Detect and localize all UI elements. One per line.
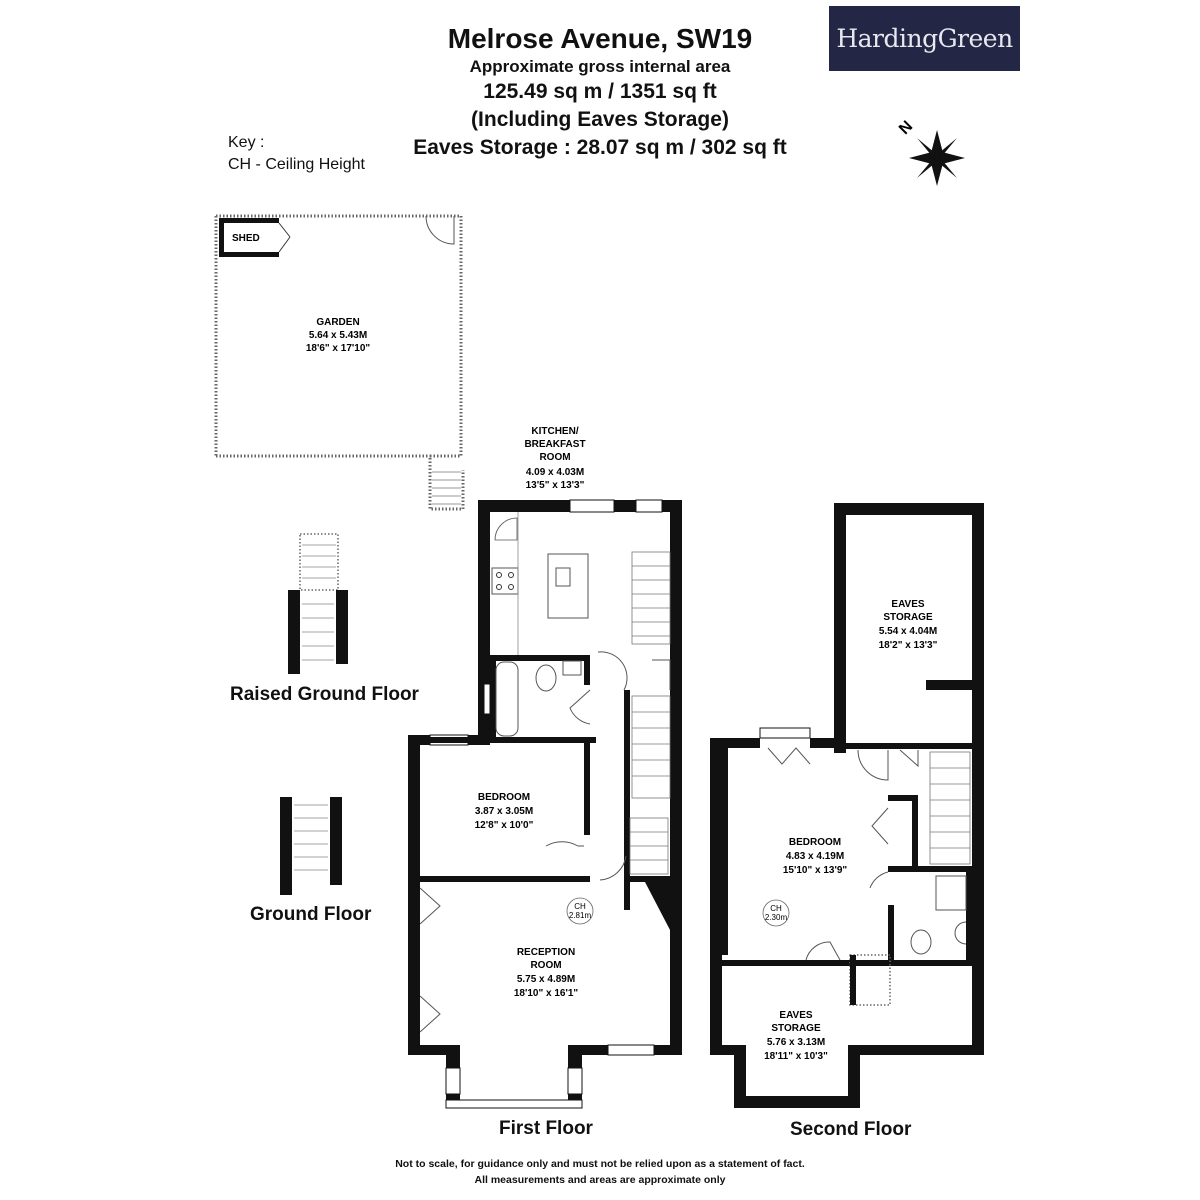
raised-ground-floor-label: Raised Ground Floor bbox=[230, 684, 419, 705]
key-legend: Key : CH - Ceiling Height bbox=[228, 132, 365, 176]
ground-floor-plan bbox=[280, 797, 342, 895]
key-ceiling-height: CH - Ceiling Height bbox=[228, 156, 365, 173]
second-floor-ch-value: 2.30m bbox=[765, 913, 788, 922]
reception-metric: 5.75 x 4.89M bbox=[517, 974, 575, 985]
shed-label: SHED bbox=[232, 233, 260, 244]
kitchen-label-1: KITCHEN/ bbox=[531, 426, 578, 437]
reception-label-1: RECEPTION bbox=[517, 947, 575, 958]
eaves2-label-2: STORAGE bbox=[771, 1023, 821, 1034]
first-floor-ch-label: CH bbox=[574, 902, 586, 911]
bedroom1-imperial: 12'8" x 10'0" bbox=[475, 820, 534, 831]
second-floor-label: Second Floor bbox=[790, 1119, 912, 1140]
eaves-area: Eaves Storage : 28.07 sq m / 302 sq ft bbox=[413, 136, 787, 159]
eaves1-metric: 5.54 x 4.04M bbox=[879, 626, 937, 637]
kitchen-label-2: BREAKFAST bbox=[524, 439, 585, 450]
property-title: Melrose Avenue, SW19 bbox=[447, 23, 753, 54]
eaves2-imperial: 18'11" x 10'3" bbox=[764, 1051, 828, 1062]
including-note: (Including Eaves Storage) bbox=[471, 108, 729, 131]
kitchen-imperial: 13'5" x 13'3" bbox=[526, 480, 585, 491]
bedroom2-imperial: 15'10" x 13'9" bbox=[783, 865, 848, 876]
first-floor-plan: CH 2.81m bbox=[408, 499, 682, 1109]
reception-label-2: ROOM bbox=[530, 960, 561, 971]
key-title: Key : bbox=[228, 134, 265, 151]
garden-imperial: 18'6" x 17'10" bbox=[306, 343, 371, 354]
header: Melrose Avenue, SW19 Approximate gross i… bbox=[380, 22, 820, 162]
shed: SHED bbox=[219, 218, 291, 257]
second-floor-plan: CH 2.30m bbox=[710, 503, 984, 1108]
kitchen-metric: 4.09 x 4.03M bbox=[526, 467, 584, 478]
bedroom1-metric: 3.87 x 3.05M bbox=[475, 806, 533, 817]
garden-area bbox=[214, 214, 465, 511]
eaves1-imperial: 18'2" x 13'3" bbox=[879, 640, 938, 651]
bedroom2-label: BEDROOM bbox=[789, 837, 841, 848]
bedroom1-label: BEDROOM bbox=[478, 792, 530, 803]
first-floor-ch-value: 2.81m bbox=[569, 911, 592, 920]
area-subtitle: Approximate gross internal area bbox=[469, 57, 731, 76]
garden-metric: 5.64 x 5.43M bbox=[309, 330, 367, 341]
agent-logo: HardingGreen bbox=[829, 6, 1020, 71]
bedroom2-metric: 4.83 x 4.19M bbox=[786, 851, 844, 862]
disclaimer: Not to scale, for guidance only and must… bbox=[300, 1156, 900, 1188]
eaves2-label-1: EAVES bbox=[779, 1010, 812, 1021]
disclaimer-line-2: All measurements and areas are approxima… bbox=[474, 1174, 726, 1186]
garden-label: GARDEN bbox=[316, 317, 359, 328]
eaves1-label-1: EAVES bbox=[891, 599, 924, 610]
disclaimer-line-1: Not to scale, for guidance only and must… bbox=[395, 1158, 805, 1170]
eaves1-label-2: STORAGE bbox=[883, 612, 933, 623]
ground-floor-label: Ground Floor bbox=[250, 904, 372, 925]
compass-icon: N bbox=[896, 118, 965, 186]
first-floor-label: First Floor bbox=[499, 1118, 593, 1139]
eaves2-metric: 5.76 x 3.13M bbox=[767, 1037, 825, 1048]
second-floor-ch-label: CH bbox=[770, 904, 782, 913]
total-area: 125.49 sq m / 1351 sq ft bbox=[483, 80, 717, 103]
reception-imperial: 18'10" x 16'1" bbox=[514, 988, 579, 999]
compass-north-label: N bbox=[896, 118, 916, 138]
raised-ground-floor-plan bbox=[288, 533, 348, 674]
kitchen-label-3: ROOM bbox=[539, 452, 570, 463]
